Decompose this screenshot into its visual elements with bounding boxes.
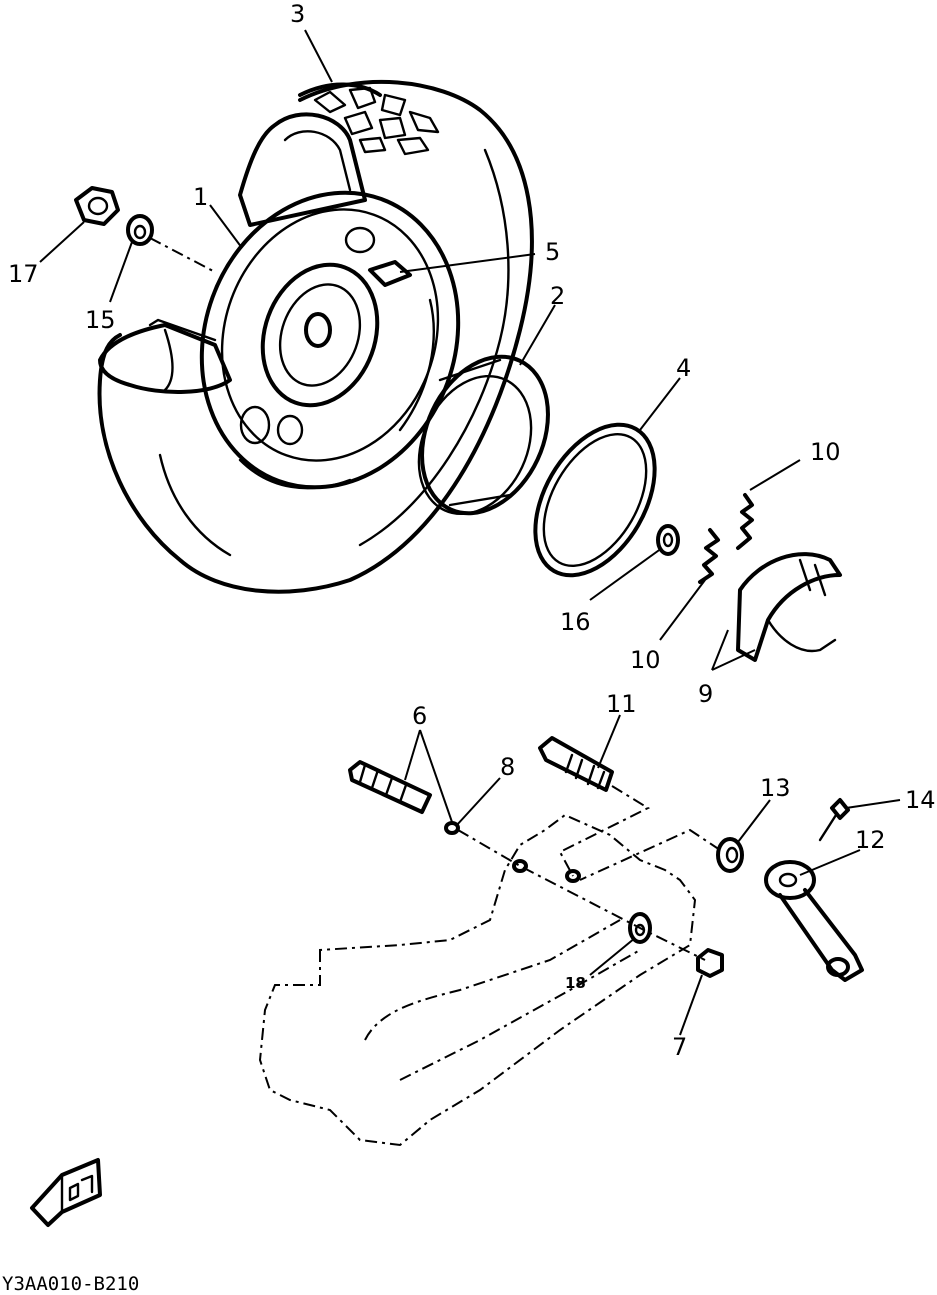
part-10-spring-lower <box>698 528 720 584</box>
part-8-washer <box>444 821 460 835</box>
alignment-line <box>579 828 721 881</box>
callout-1: 1 <box>193 183 208 211</box>
part-15-washer <box>126 214 154 246</box>
front-direction-arrow-icon <box>30 1158 102 1227</box>
callout-12: 12 <box>855 826 886 854</box>
callout-3: 3 <box>290 0 305 28</box>
part-9-brake-shoes <box>736 552 842 662</box>
air-valve <box>368 260 412 287</box>
tire-tread-pattern <box>298 82 440 156</box>
rim-hole <box>276 414 304 446</box>
callout-13: 13 <box>760 774 791 802</box>
rim-hole <box>344 226 376 254</box>
callout-7: 7 <box>672 1033 687 1061</box>
transmission-case-outline <box>258 813 697 1147</box>
callout-5: 5 <box>545 238 560 266</box>
callout-17: 17 <box>8 260 39 288</box>
alignment-line <box>558 785 651 877</box>
callout-9: 9 <box>698 680 713 708</box>
part-4-o-ring <box>533 422 657 578</box>
part-14-bolt <box>818 798 850 842</box>
part-2-ring <box>417 354 550 516</box>
callout-14: 14 <box>905 786 936 814</box>
tire-outer-outline <box>97 79 534 594</box>
callout-11: 11 <box>606 690 637 718</box>
part-16-washer <box>656 524 680 556</box>
callout-10-lower: 10 <box>630 646 661 674</box>
diagram-code: Y3AA010-B210 <box>2 1273 139 1295</box>
wheel-hub <box>260 262 380 408</box>
rim-hole <box>239 405 271 445</box>
part-11-camshaft <box>538 736 614 792</box>
wheel-rim-outer <box>199 190 461 490</box>
tire-cutaway-top <box>238 112 367 227</box>
callout-18: 18 <box>565 974 586 992</box>
part-7-nut <box>696 948 724 978</box>
tire-side-curve <box>158 453 232 557</box>
callout-10-upper: 10 <box>810 438 841 466</box>
alignment-line <box>457 829 706 961</box>
callout-2: 2 <box>550 282 565 310</box>
callout-8: 8 <box>500 753 515 781</box>
tire-inner-sidewall <box>358 148 510 547</box>
part-12-brake-lever <box>764 860 864 982</box>
wheel-tire-assembly <box>97 79 534 594</box>
part-10-spring-upper <box>736 493 754 550</box>
part-17-nut <box>74 186 120 226</box>
axle-center <box>304 312 332 348</box>
callout-16: 16 <box>560 608 591 636</box>
callout-4: 4 <box>676 354 691 382</box>
part-18-seal <box>628 912 652 944</box>
tire-cutaway-left <box>98 323 232 394</box>
leader-lines <box>39 29 901 1036</box>
part-6-stud-bolt <box>348 760 432 814</box>
part-13-seal <box>716 837 744 873</box>
callout-15: 15 <box>85 306 116 334</box>
callout-6: 6 <box>412 702 427 730</box>
